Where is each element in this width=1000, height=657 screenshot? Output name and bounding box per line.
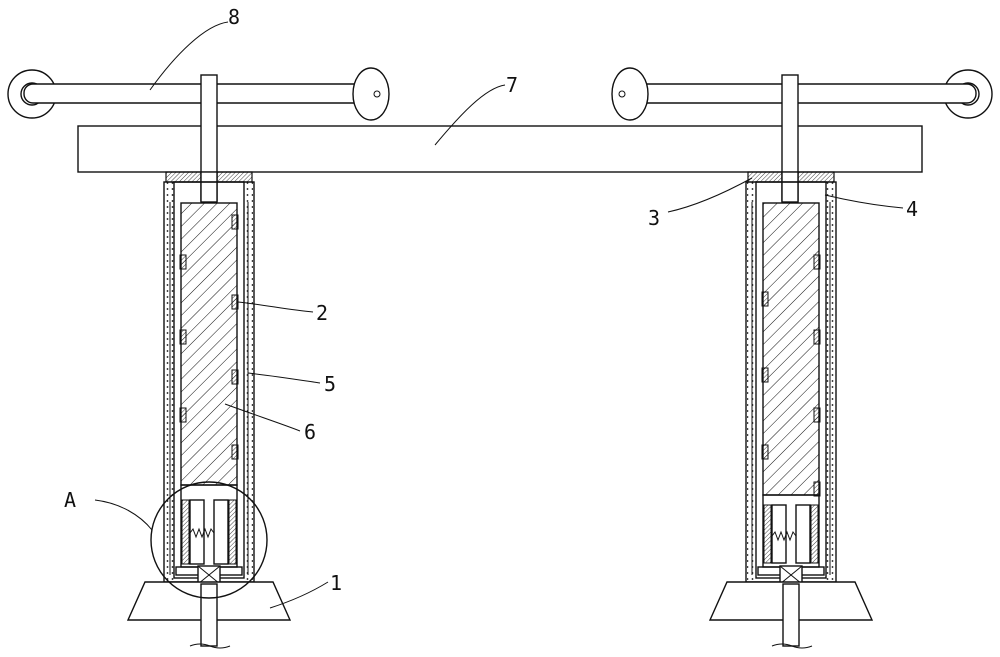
label-handrail: 8 — [228, 5, 240, 29]
leader-lines — [94, 21, 904, 609]
label-base: 1 — [330, 571, 342, 595]
handrail-right — [611, 67, 993, 121]
handrail-left — [7, 67, 390, 121]
label-detail-a: A — [64, 488, 76, 512]
label-sleeve: 5 — [324, 372, 336, 396]
column-right — [708, 74, 874, 649]
column-left — [126, 74, 292, 649]
label-cap: 3 — [648, 206, 660, 230]
label-inner-column: 6 — [304, 420, 316, 444]
label-block: 2 — [316, 301, 328, 325]
label-crossbeam: 7 — [506, 73, 518, 97]
label-gap-top: 4 — [906, 197, 918, 221]
